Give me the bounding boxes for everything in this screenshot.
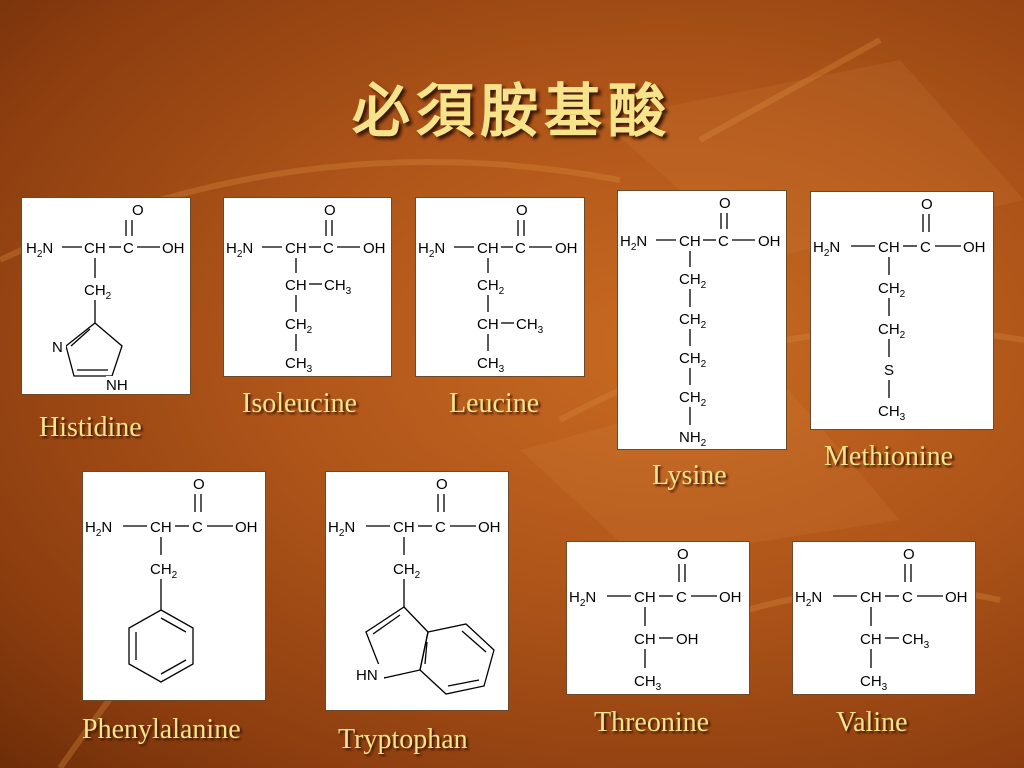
amino-acid-name-phenylalanine: Phenylalanine [82,714,241,745]
svg-text:NH2: NH2 [679,429,707,449]
amino-acid-name-threonine: Threonine [594,707,710,738]
svg-text:OH: OH [478,519,501,536]
svg-text:CH: CH [477,240,499,257]
svg-text:OH: OH [162,240,185,257]
svg-text:CH: CH [285,240,307,257]
svg-text:C: C [676,589,687,606]
svg-text:C: C [515,240,526,257]
svg-text:CH: CH [150,519,172,536]
svg-text:OH: OH [719,589,742,606]
svg-text:H2N: H2N [328,519,355,539]
svg-text:O: O [903,546,915,563]
structure-card-methionine: O H2N CH C OH CH2 CH2 S CH3 [810,191,994,430]
svg-text:O: O [921,196,933,213]
svg-text:C: C [435,519,446,536]
svg-text:O: O [324,202,336,219]
svg-text:CH: CH [84,240,106,257]
svg-text:H2N: H2N [795,589,822,609]
structure-card-histidine: O H2N CH C OH CH2 N NH [21,197,191,395]
svg-text:CH2: CH2 [878,280,906,300]
svg-text:CH2: CH2 [679,271,707,291]
amino-acid-name-leucine: Leucine [449,388,540,419]
svg-text:CH2: CH2 [84,282,112,302]
structure-card-lysine: O H2N CH C OH CH2 CH2 CH2 CH2 NH2 [617,190,787,450]
structure-card-valine: O H2N CH C OH CH CH3 CH3 [792,541,976,695]
svg-text:O: O [132,202,144,219]
svg-text:H2N: H2N [418,240,445,260]
amino-acid-name-lysine: Lysine [652,460,727,491]
svg-text:S: S [884,362,894,379]
svg-text:CH2: CH2 [679,350,707,370]
structure-card-isoleucine: O H2N CH C OH CH CH3 CH2 CH3 [223,197,392,377]
svg-text:CH2: CH2 [679,311,707,331]
svg-text:O: O [719,195,731,212]
svg-text:OH: OH [963,239,986,256]
svg-text:OH: OH [758,233,781,250]
alpha-carbon-backbone: O H2N CH C OH CH2 [85,476,258,610]
structure-card-phenylalanine: O H2N CH C OH CH2 [82,471,266,701]
amino-acid-name-tryptophan: Tryptophan [338,724,468,755]
svg-text:CH3: CH3 [634,673,662,693]
svg-text:CH2: CH2 [285,316,313,336]
svg-text:CH: CH [393,519,415,536]
amino-acid-name-valine: Valine [836,707,908,738]
svg-text:CH: CH [860,631,882,648]
svg-text:CH: CH [477,316,499,333]
svg-text:C: C [920,239,931,256]
svg-text:N: N [52,339,63,356]
amino-acid-name-isoleucine: Isoleucine [242,388,358,419]
svg-text:C: C [123,240,134,257]
svg-text:NH: NH [106,377,128,394]
svg-text:CH2: CH2 [393,561,421,581]
svg-text:OH: OH [555,240,578,257]
svg-text:CH3: CH3 [878,403,906,423]
svg-text:C: C [323,240,334,257]
imidazole-ring: N NH [50,322,132,394]
svg-text:OH: OH [945,589,968,606]
svg-text:O: O [436,476,448,493]
svg-text:CH: CH [878,239,900,256]
svg-text:CH3: CH3 [516,316,544,336]
svg-text:H2N: H2N [26,240,53,260]
svg-text:H2N: H2N [226,240,253,260]
structure-card-tryptophan: O H2N CH C OH CH2 HN [325,471,509,711]
svg-text:H2N: H2N [569,589,596,609]
svg-text:CH: CH [634,631,656,648]
alpha-carbon-backbone: O H2N CH C OH CH2 [26,202,185,323]
amino-acid-name-histidine: Histidine [39,412,142,443]
svg-text:O: O [677,546,689,563]
alpha-carbon-backbone: O H2N CH C OH CH2 [328,476,501,607]
svg-text:H2N: H2N [85,519,112,539]
amino-acid-name-methionine: Methionine [824,441,954,472]
svg-text:OH: OH [235,519,258,536]
svg-text:CH3: CH3 [477,355,505,375]
svg-text:CH3: CH3 [324,277,352,297]
structure-card-leucine: O H2N CH C OH CH2 CH CH3 CH3 [415,197,585,377]
svg-text:CH2: CH2 [878,321,906,341]
svg-text:C: C [192,519,203,536]
svg-text:OH: OH [676,631,699,648]
svg-text:H2N: H2N [620,233,647,253]
structure-card-threonine: O H2N CH C OH CH OH CH3 [566,541,750,695]
benzene-ring [128,609,194,683]
svg-text:C: C [718,233,729,250]
svg-text:O: O [193,476,205,493]
svg-text:CH2: CH2 [150,561,178,581]
svg-text:OH: OH [363,240,386,257]
svg-text:C: C [902,589,913,606]
svg-text:CH: CH [860,589,882,606]
svg-text:CH: CH [285,277,307,294]
svg-text:CH3: CH3 [285,355,313,375]
svg-text:H2N: H2N [813,239,840,259]
svg-text:CH: CH [679,233,701,250]
svg-text:CH3: CH3 [902,631,930,651]
svg-text:CH: CH [634,589,656,606]
svg-text:CH2: CH2 [679,389,707,409]
indole-ring: HN [354,606,495,695]
svg-text:HN: HN [356,667,378,684]
svg-text:O: O [516,202,528,219]
slide-title: 必須胺基酸 [351,77,672,145]
svg-text:CH2: CH2 [477,277,505,297]
svg-text:CH3: CH3 [860,673,888,693]
